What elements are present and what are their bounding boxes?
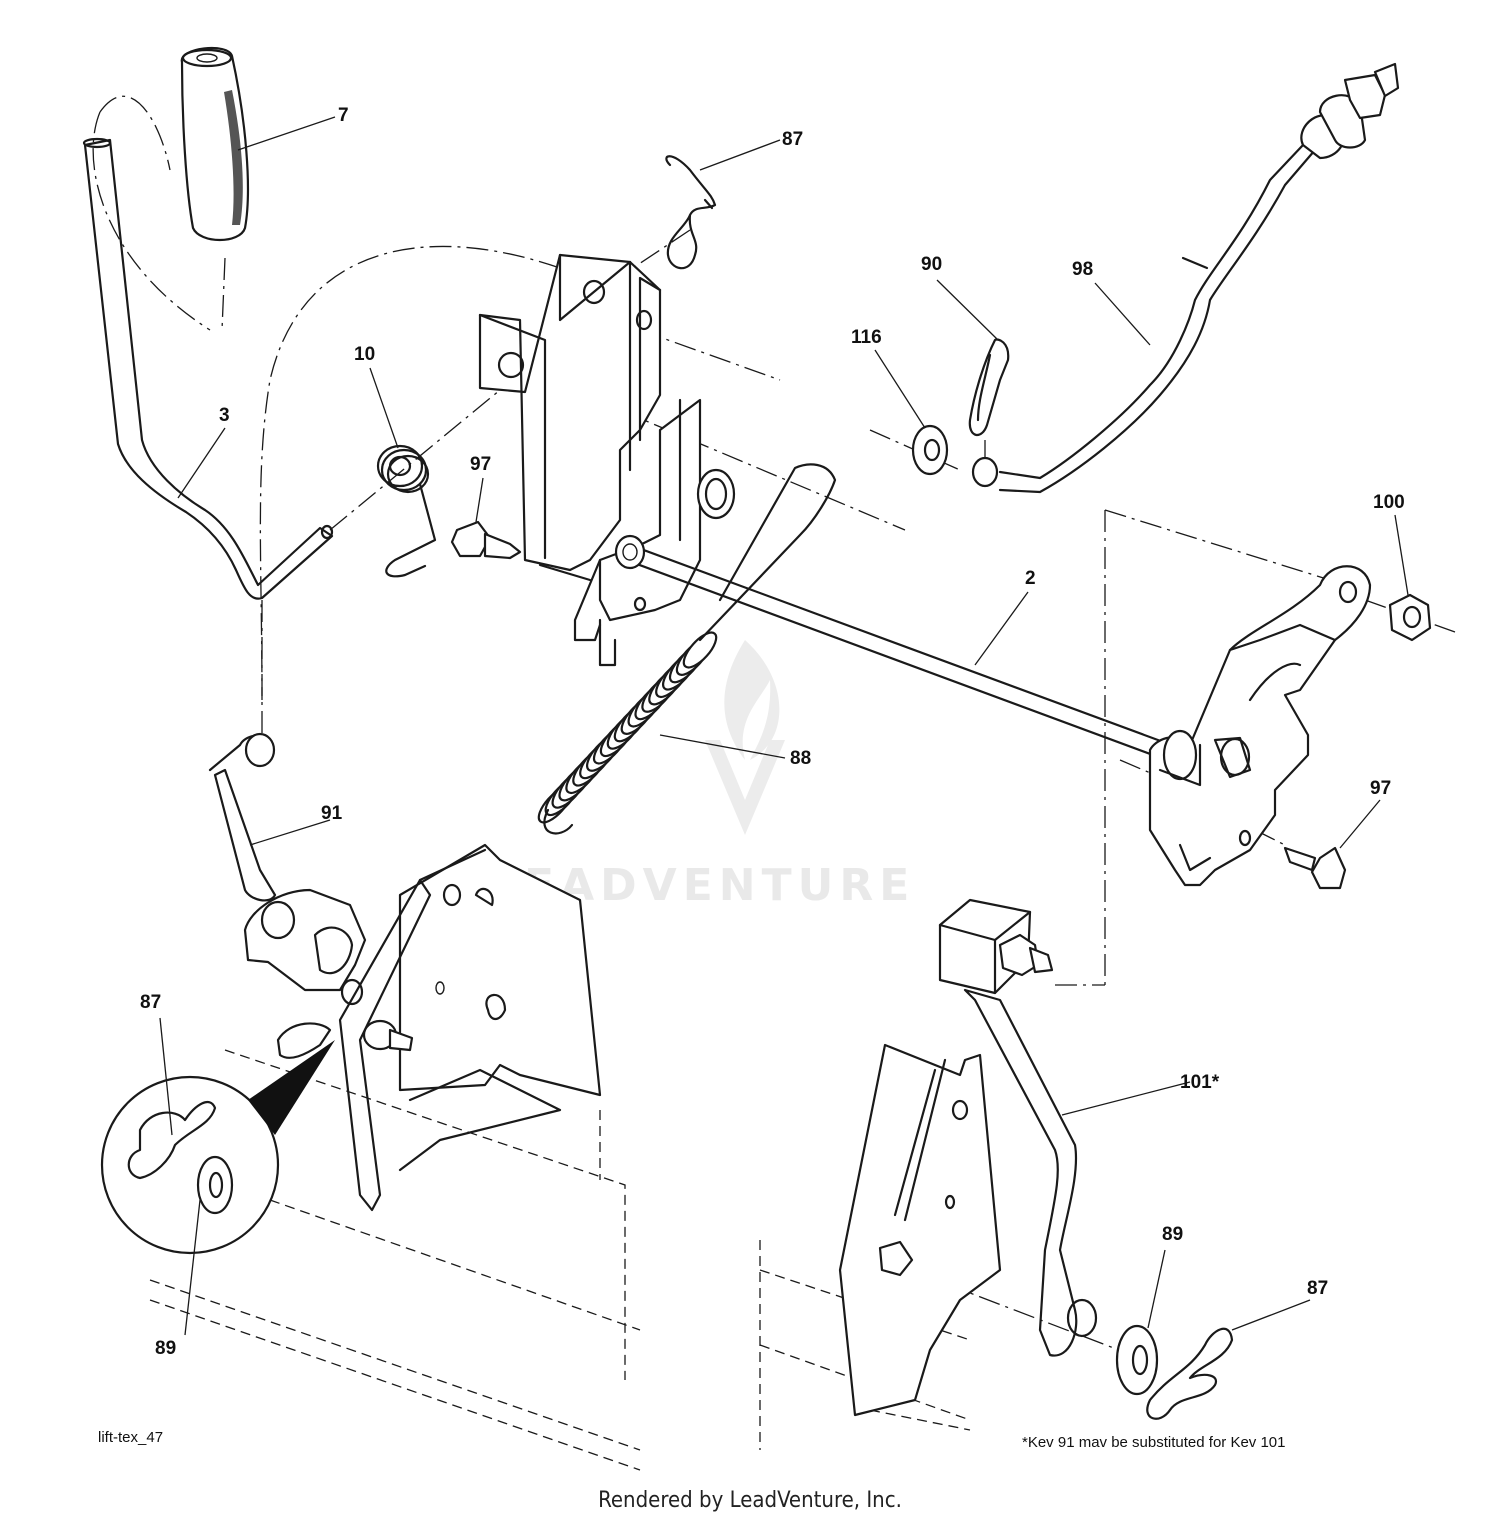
callout-87-top: 87 xyxy=(782,129,803,150)
footnote: *Kev 91 mav be substituted for Kev 101 xyxy=(1022,1434,1286,1451)
grip-part-7 xyxy=(180,47,250,241)
washer-part-89-lower xyxy=(1115,1324,1159,1396)
callout-98: 98 xyxy=(1072,259,1093,280)
hair-pin-part-87-top xyxy=(665,155,717,270)
callout-88: 88 xyxy=(790,748,811,769)
callout-87-right: 87 xyxy=(1307,1278,1328,1299)
leader-lines xyxy=(159,116,1409,1336)
lift-rod-part-98 xyxy=(971,62,1400,494)
callout-3: 3 xyxy=(219,405,230,426)
right-lift-plate xyxy=(838,1043,1002,1417)
nut-part-100 xyxy=(1388,593,1432,642)
extension-spring-part-88 xyxy=(537,463,837,835)
diagram-id: lift-tex_47 xyxy=(98,1429,163,1446)
callout-116: 116 xyxy=(851,327,882,348)
callout-90: 90 xyxy=(921,254,942,275)
lift-link-part-91 xyxy=(208,732,367,1006)
callout-10: 10 xyxy=(354,344,375,365)
callout-101: 101* xyxy=(1180,1072,1220,1093)
footer-credit: Rendered by LeadVenture, Inc. xyxy=(598,1488,902,1513)
callout-87-inset: 87 xyxy=(140,992,161,1013)
spring-coil xyxy=(682,631,718,669)
callout-labels: 7 87 90 98 116 10 3 97 100 2 88 97 91 87… xyxy=(140,105,1405,1359)
callout-89-right: 89 xyxy=(1162,1224,1183,1245)
callout-97-lower: 97 xyxy=(1370,778,1391,799)
callout-91: 91 xyxy=(321,803,343,824)
bolt-part-97-upper xyxy=(450,520,522,560)
callout-89-inset: 89 xyxy=(155,1338,176,1359)
hair-pin-part-87-right xyxy=(1146,1327,1234,1420)
callout-2: 2 xyxy=(1025,568,1036,589)
watermark: LEADVENTURE xyxy=(490,640,909,911)
bolt-part-97-lower xyxy=(1283,846,1347,890)
washer-part-116 xyxy=(911,424,949,476)
callout-100: 100 xyxy=(1373,492,1405,513)
callout-7: 7 xyxy=(338,105,349,126)
left-lift-plate xyxy=(276,843,602,1212)
parts-diagram: LEADVENTURE xyxy=(82,47,1456,1471)
lift-handle-part-3 xyxy=(82,137,334,600)
lift-bracket xyxy=(478,253,736,667)
lift-link-part-101 xyxy=(938,898,1098,1357)
hair-pin-part-90 xyxy=(968,338,1010,436)
callout-97-upper: 97 xyxy=(470,454,491,475)
lift-shaft-part-2 xyxy=(614,534,1372,887)
detail-inset xyxy=(100,1040,335,1255)
torsion-spring-part-10 xyxy=(376,444,437,578)
